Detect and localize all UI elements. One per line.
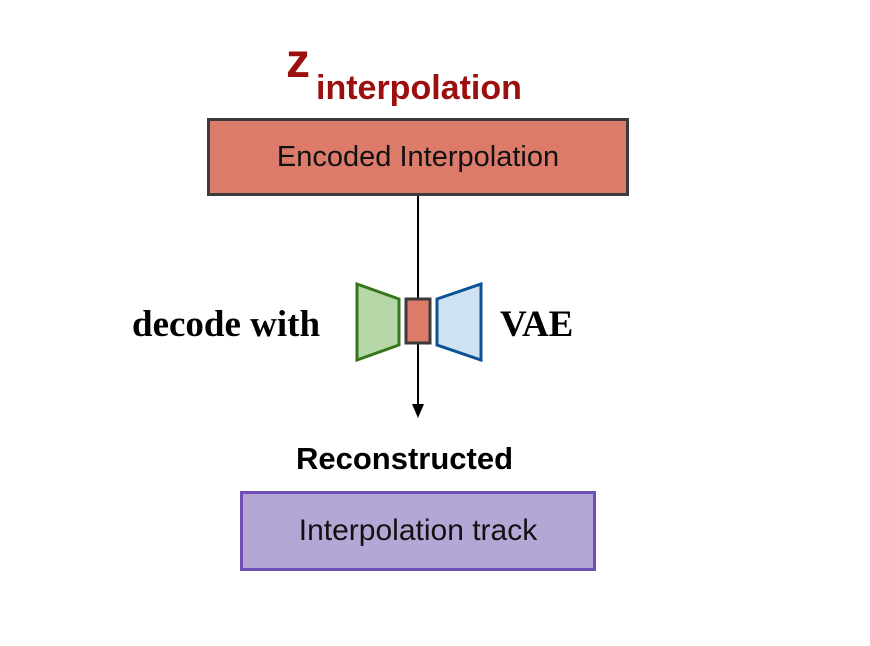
vae-caption: VAE (500, 304, 574, 345)
latent-z-label: z interpolation (286, 38, 586, 118)
decode-with-caption: decode with (132, 304, 321, 345)
interpolation-track-box: Interpolation track (240, 491, 596, 571)
flow-arrow-head (412, 404, 424, 418)
latent-z-subscript: interpolation (316, 69, 522, 107)
vae-latent-bottleneck (404, 297, 432, 345)
encoded-interpolation-label: Encoded Interpolation (276, 140, 560, 173)
vae-encoder-trapezoid (355, 281, 401, 363)
latent-z-symbol: z (286, 35, 310, 88)
encoded-interpolation-box: Encoded Interpolation (207, 118, 629, 196)
vae-decoder-trapezoid (435, 281, 483, 363)
reconstructed-caption: Reconstructed (296, 441, 514, 476)
interpolation-track-label: Interpolation track (298, 514, 538, 547)
